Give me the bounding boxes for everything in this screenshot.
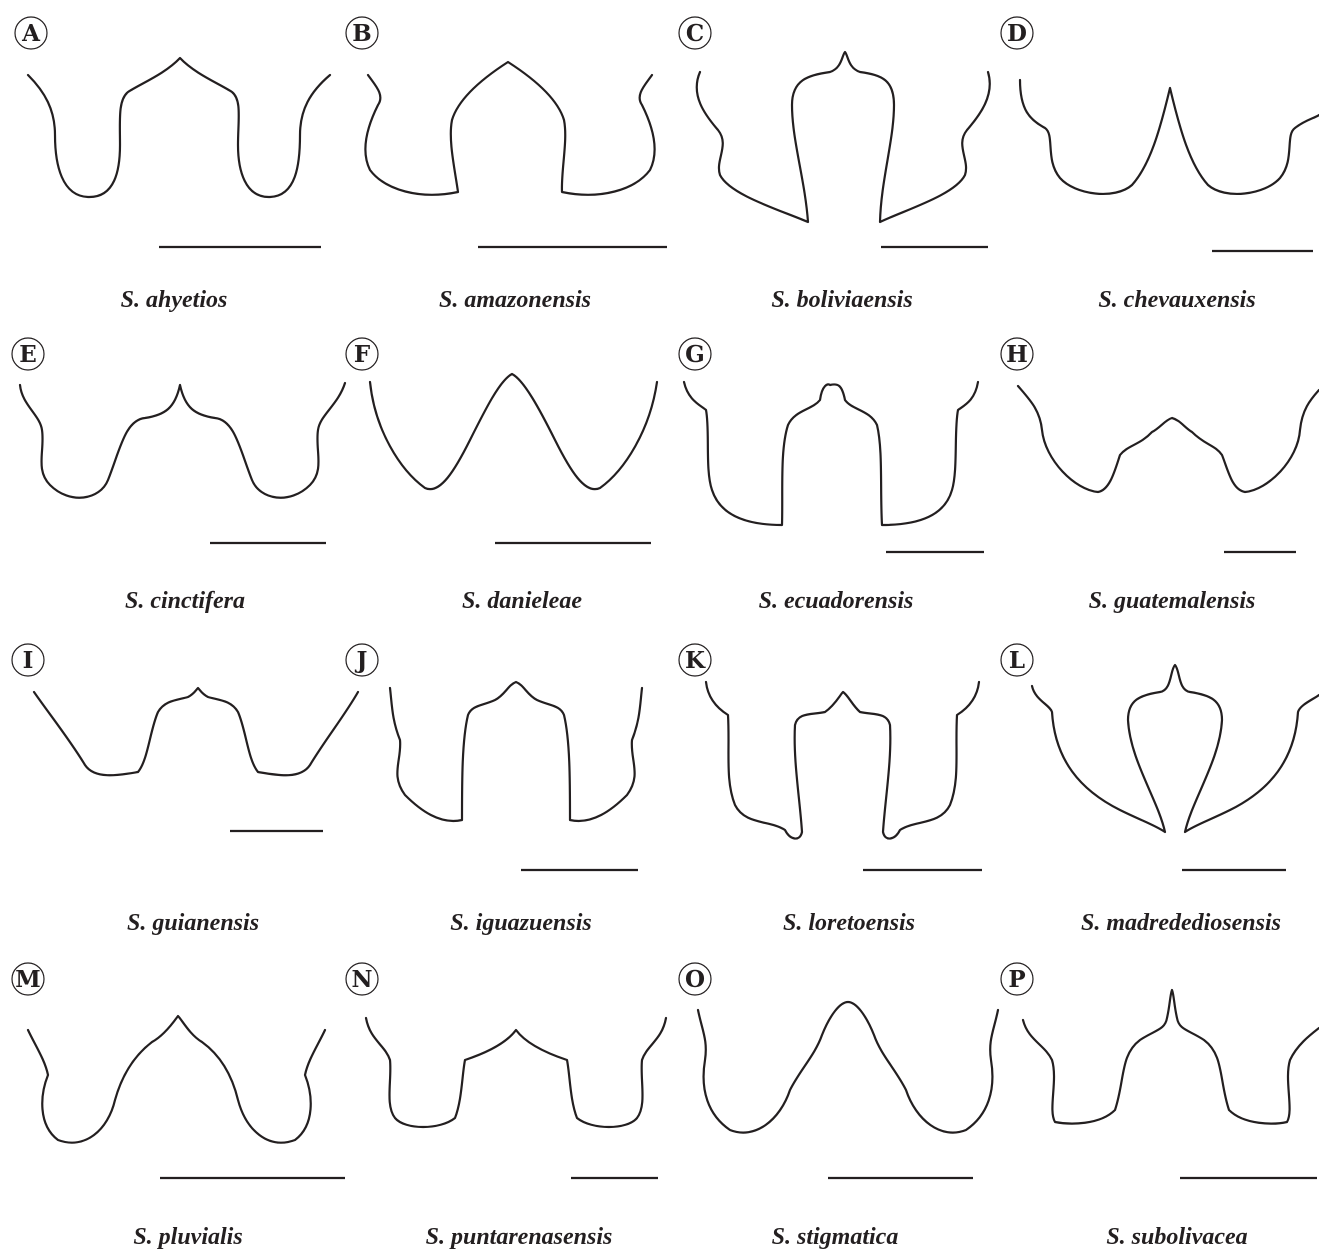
- species-name: S. cinctifera: [125, 588, 245, 614]
- outline-shape: [684, 382, 978, 525]
- species-name: S. ahyetios: [121, 287, 228, 313]
- outline-shape: [697, 52, 990, 222]
- panel-f: F S. danieleae: [346, 338, 657, 614]
- outline-shape: [370, 374, 657, 489]
- panel-e: E S. cinctifera: [12, 338, 345, 614]
- panel-letter: E: [19, 341, 37, 368]
- panel-letter: H: [1006, 341, 1028, 368]
- outline-shape: [1032, 665, 1319, 832]
- outline-shape: [1020, 80, 1319, 194]
- species-name: S. loretoensis: [783, 910, 915, 936]
- panel-l: L S. madredediosensis: [1001, 644, 1319, 936]
- outline-shape: [365, 62, 654, 195]
- outline-shape: [28, 1016, 325, 1143]
- panel-letter: N: [351, 966, 372, 993]
- panel-letter: M: [15, 966, 40, 993]
- outline-shape: [1023, 990, 1319, 1124]
- panel-c: C S. boliviaensis: [679, 17, 990, 313]
- species-name: S. madredediosensis: [1081, 910, 1281, 936]
- panel-letter: L: [1009, 647, 1025, 674]
- species-name: S. stigmatica: [772, 1224, 899, 1250]
- species-name: S. subolivacea: [1106, 1224, 1247, 1250]
- panel-letter: G: [685, 341, 705, 368]
- panel-b: B S. amazonensis: [346, 17, 667, 313]
- species-name: S. ecuadorensis: [759, 588, 914, 614]
- panel-h: H S. guatemalensis: [1001, 338, 1319, 614]
- panel-letter: D: [1007, 20, 1027, 47]
- panel-letter: I: [23, 647, 34, 674]
- outline-shape: [366, 1018, 666, 1127]
- panel-letter: A: [21, 20, 41, 47]
- species-name: S. iguazuensis: [450, 910, 591, 936]
- panel-n: N S. puntarenasensis: [346, 963, 666, 1250]
- panel-letter: B: [352, 20, 371, 47]
- panel-j: J S. iguazuensis: [346, 644, 642, 936]
- panel-d: D S. chevauxensis: [1001, 17, 1319, 313]
- species-name: S. amazonensis: [439, 287, 591, 313]
- outline-shape: [1018, 386, 1319, 492]
- outline-shape: [34, 688, 358, 775]
- species-name: S. danieleae: [462, 588, 582, 614]
- outline-shape: [698, 1002, 998, 1133]
- species-name: S. puntarenasensis: [426, 1224, 613, 1250]
- panel-m: M S. pluvialis: [12, 963, 345, 1250]
- panel-letter: O: [685, 966, 705, 993]
- panel-letter: K: [685, 647, 706, 674]
- panel-g: G S. ecuadorensis: [679, 338, 984, 614]
- outline-shape: [390, 682, 642, 821]
- species-name: S. guianensis: [127, 910, 259, 936]
- panel-o: O S. stigmatica: [679, 963, 998, 1250]
- species-name: S. boliviaensis: [771, 287, 912, 313]
- outline-shape: [28, 58, 330, 197]
- species-name: S. chevauxensis: [1098, 287, 1255, 313]
- panel-letter: C: [686, 20, 704, 47]
- panel-a: A S. ahyetios: [15, 17, 330, 313]
- species-name: S. guatemalensis: [1089, 588, 1256, 614]
- panel-i: I S. guianensis: [12, 644, 358, 936]
- outline-shape: [706, 682, 979, 839]
- outline-shape: [20, 383, 345, 498]
- panel-letter: F: [354, 341, 371, 368]
- species-name: S. pluvialis: [133, 1224, 242, 1250]
- panel-letter: J: [355, 647, 368, 674]
- panel-k: K S. loretoensis: [679, 644, 982, 936]
- panel-p: P S. subolivacea: [1001, 963, 1319, 1250]
- panel-letter: P: [1008, 966, 1025, 993]
